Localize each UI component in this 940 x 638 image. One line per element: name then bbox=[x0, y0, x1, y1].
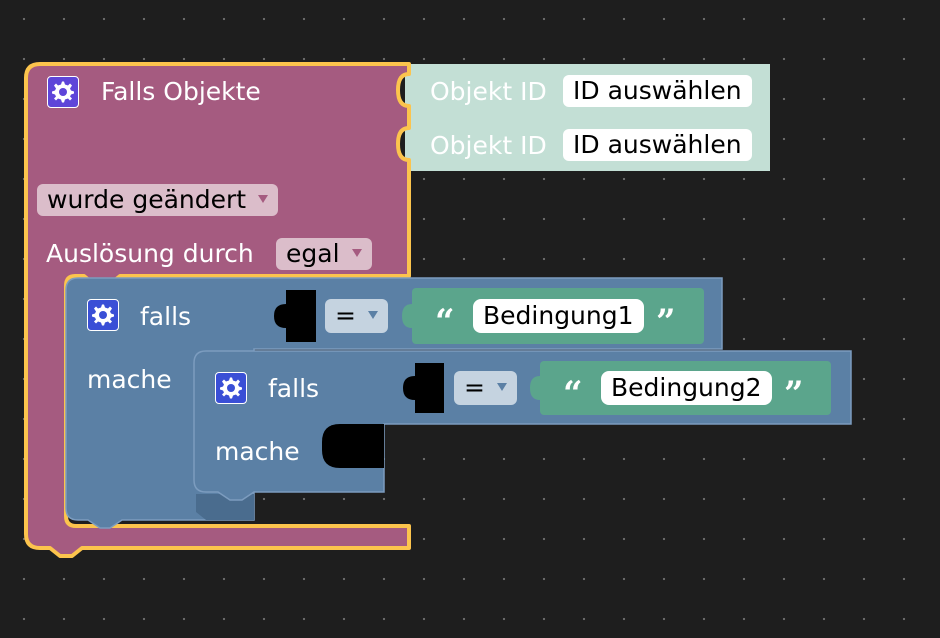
if-block-2-operator-dropdown[interactable]: = bbox=[454, 371, 517, 405]
if-block-1-keyword: falls bbox=[140, 302, 192, 331]
ack-label: Auslösung durch bbox=[46, 239, 254, 268]
operator-value: = bbox=[464, 373, 485, 402]
object-id-field-2[interactable]: ID auswählen bbox=[563, 129, 752, 161]
event-dropdown-value: wurde geändert bbox=[47, 185, 247, 214]
object-id-label-1: Objekt ID bbox=[430, 77, 547, 106]
if-block-2-keyword: falls bbox=[268, 374, 320, 403]
dropdown-arrow-icon bbox=[351, 249, 362, 257]
if-block-2-string-field[interactable]: Bedingung2 bbox=[601, 371, 772, 405]
dropdown-arrow-icon bbox=[496, 383, 507, 391]
if-block-1-string-field[interactable]: Bedingung1 bbox=[473, 299, 644, 333]
object-id-field-1[interactable]: ID auswählen bbox=[563, 75, 752, 107]
quote-open-icon: “ bbox=[563, 374, 583, 414]
if-block-2-gear-icon[interactable] bbox=[215, 372, 247, 404]
if-block-2-do-label: mache bbox=[215, 437, 300, 466]
if-block-2-condition-socket[interactable] bbox=[403, 363, 444, 413]
if-block-1-gear-icon[interactable] bbox=[87, 299, 119, 331]
ack-dropdown-value: egal bbox=[286, 239, 340, 268]
trigger-gear-icon[interactable] bbox=[47, 76, 79, 108]
dropdown-arrow-icon bbox=[258, 195, 269, 203]
object-id-label-2: Objekt ID bbox=[430, 131, 547, 160]
quote-close-icon: ” bbox=[784, 374, 804, 414]
if-block-2-do-slot[interactable] bbox=[322, 424, 384, 468]
if-block-1-do-label: mache bbox=[87, 365, 172, 394]
event-dropdown[interactable]: wurde geändert bbox=[37, 184, 279, 216]
quote-open-icon: “ bbox=[435, 302, 455, 342]
quote-close-icon: ” bbox=[656, 302, 676, 342]
if-block-1-operator-dropdown[interactable]: = bbox=[325, 299, 388, 333]
operator-value: = bbox=[335, 301, 356, 330]
ack-dropdown[interactable]: egal bbox=[276, 238, 372, 270]
dropdown-arrow-icon bbox=[367, 311, 378, 319]
trigger-title: Falls Objekte bbox=[101, 77, 261, 106]
if-block-1-condition-socket[interactable] bbox=[274, 290, 316, 342]
